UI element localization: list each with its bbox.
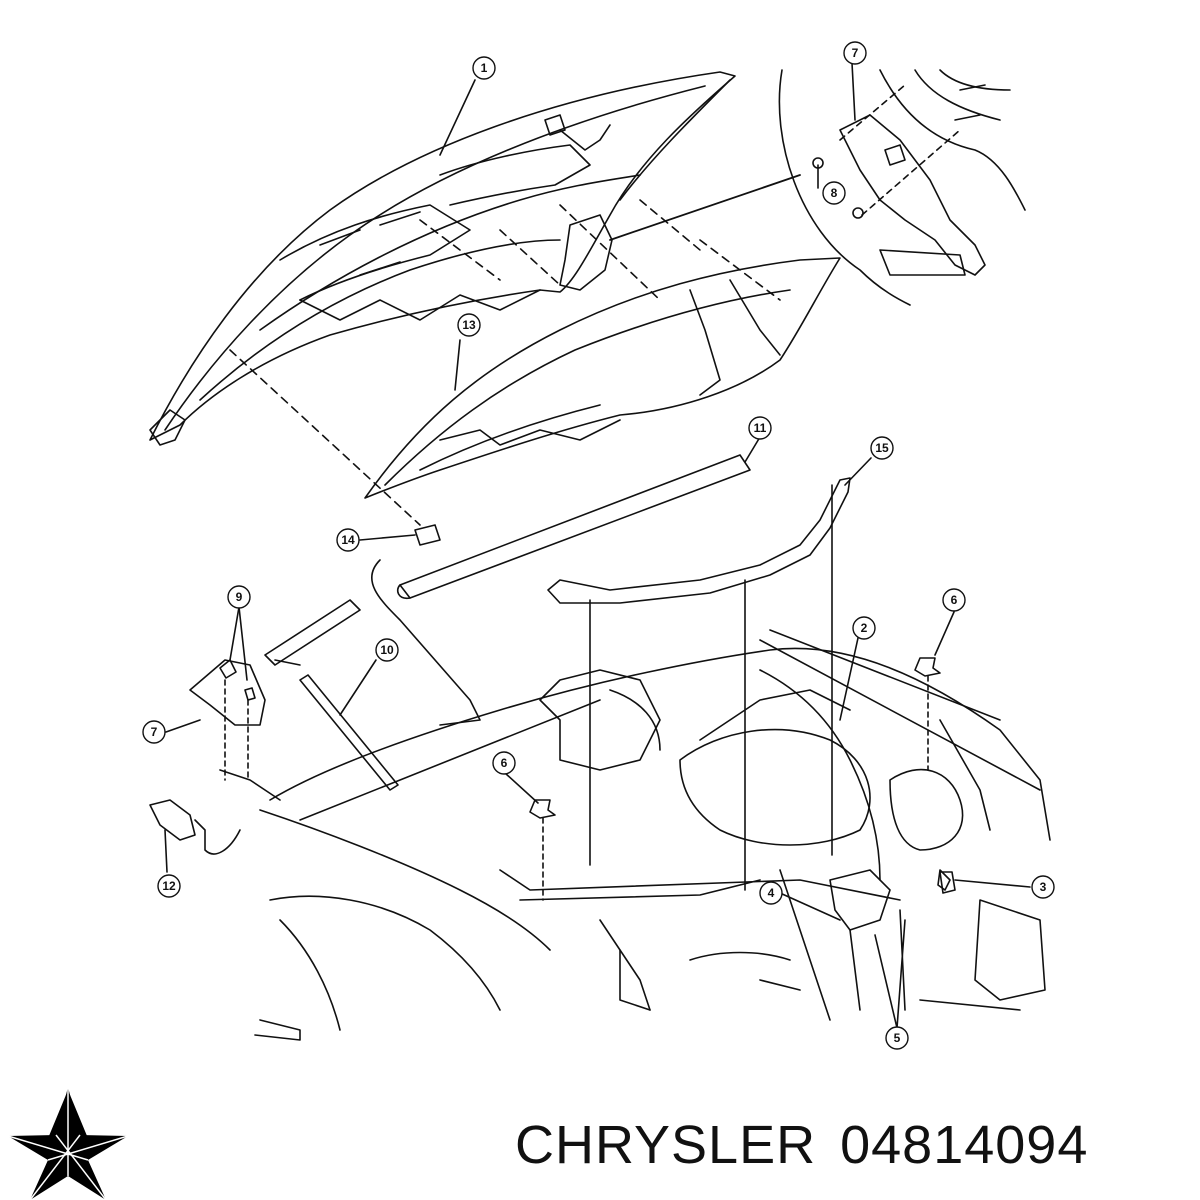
hood-seal xyxy=(396,454,751,600)
callout-label: 5 xyxy=(894,1031,901,1045)
hood-bumper xyxy=(370,524,481,726)
callout-circle xyxy=(748,416,772,440)
callout-label: 1 xyxy=(481,61,488,75)
callout-9: 9 xyxy=(227,585,251,609)
callout-label: 4 xyxy=(768,886,775,900)
callout-circle xyxy=(759,881,783,905)
callout-7: 7 xyxy=(843,41,867,65)
callout-circle xyxy=(227,585,251,609)
clip-6-left xyxy=(529,799,556,901)
callout-label: 7 xyxy=(151,725,158,739)
callout-label: 6 xyxy=(951,593,958,607)
callout-label: 10 xyxy=(380,643,394,657)
callout-6: 6 xyxy=(942,588,966,612)
hood-latch-bracket xyxy=(149,799,241,855)
alignment-lines xyxy=(229,199,781,526)
callout-circle xyxy=(843,41,867,65)
callout-15: 15 xyxy=(870,436,894,460)
part-number: 04814094 xyxy=(840,1115,1089,1175)
hood-silencer xyxy=(364,257,841,499)
callout-circle xyxy=(852,616,876,640)
callout-label: 12 xyxy=(162,879,176,893)
callout-circle xyxy=(157,874,181,898)
part-caption: CHRYSLER 04814094 xyxy=(515,1110,1088,1180)
callout-4: 4 xyxy=(759,881,783,905)
callout-circle xyxy=(492,751,516,775)
chrysler-pentastar-icon xyxy=(7,1087,129,1200)
left-hinge xyxy=(189,599,399,791)
cowl-seal xyxy=(547,477,851,891)
callout-label: 9 xyxy=(236,590,243,604)
callout-circle xyxy=(336,528,360,552)
callout-8: 8 xyxy=(822,181,846,205)
callout-1: 1 xyxy=(472,56,496,80)
fender xyxy=(219,769,551,1041)
clip-6-right xyxy=(914,657,941,771)
callout-circle xyxy=(375,638,399,662)
callout-11: 11 xyxy=(748,416,772,440)
callout-label: 2 xyxy=(861,621,868,635)
callout-circle xyxy=(822,181,846,205)
callout-12: 12 xyxy=(157,874,181,898)
callout-6: 6 xyxy=(492,751,516,775)
engine-compartment xyxy=(269,629,1051,1021)
brand-name: CHRYSLER xyxy=(515,1115,817,1175)
callout-label: 7 xyxy=(852,46,859,60)
callout-label: 3 xyxy=(1040,880,1047,894)
callout-label: 11 xyxy=(754,421,767,435)
callout-14: 14 xyxy=(336,528,360,552)
callout-7: 7 xyxy=(142,720,166,744)
callout-circle xyxy=(885,1026,909,1050)
callout-circle xyxy=(942,588,966,612)
hood-panel xyxy=(149,71,801,446)
callout-label: 14 xyxy=(341,533,355,547)
callout-label: 13 xyxy=(462,318,476,332)
callout-label: 8 xyxy=(831,186,838,200)
callout-2: 2 xyxy=(852,616,876,640)
callout-circle xyxy=(472,56,496,80)
callout-circle xyxy=(1031,875,1055,899)
callout-label: 15 xyxy=(875,441,889,455)
callout-3: 3 xyxy=(1031,875,1055,899)
callout-10: 10 xyxy=(375,638,399,662)
hood-latch xyxy=(939,871,956,894)
callout-5: 5 xyxy=(885,1026,909,1050)
callout-circle xyxy=(870,436,894,460)
callout-circle xyxy=(457,313,481,337)
callout-circle xyxy=(142,720,166,744)
callout-13: 13 xyxy=(457,313,481,337)
callout-label: 6 xyxy=(501,756,508,770)
leader-lines xyxy=(164,62,1031,1029)
hinge-detail-inset xyxy=(778,69,1026,306)
